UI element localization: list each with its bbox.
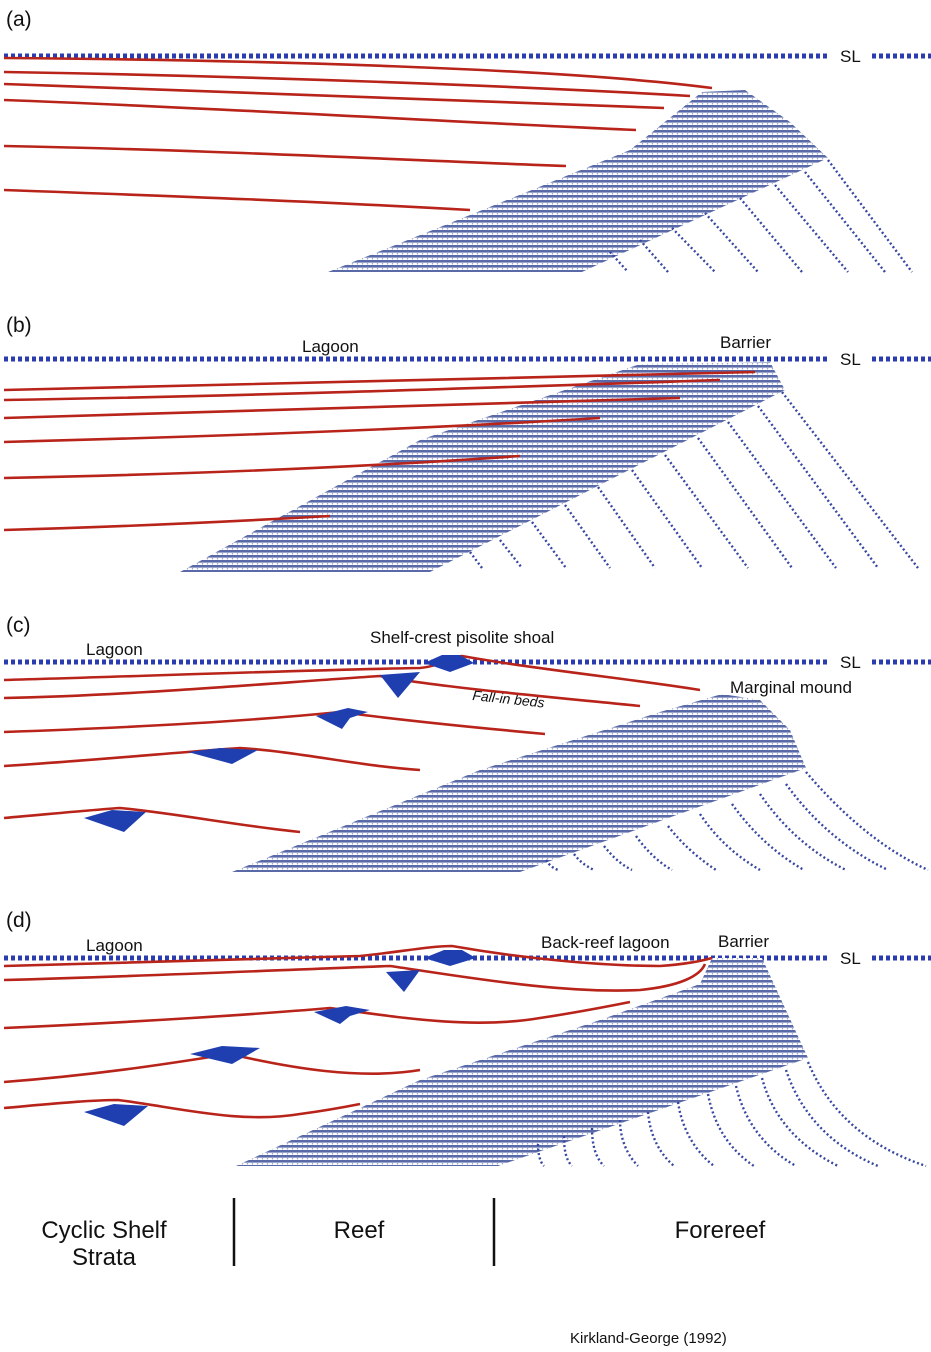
panel-b-label: (b): [6, 314, 32, 337]
sea-level-label: SL: [840, 653, 861, 672]
sea-level-label: SL: [840, 47, 861, 66]
fall-in-beds-label: Fall-in beds: [472, 687, 546, 710]
forereef-talus: [609, 159, 913, 273]
lagoon-label: Lagoon: [86, 936, 143, 955]
shoal-label: Shelf-crest pisolite shoal: [370, 628, 554, 647]
shelf-strata-lines: [3, 56, 713, 212]
shoal-mound: [84, 810, 146, 832]
shelf-strata-lines: [3, 370, 756, 532]
shoal-mound: [380, 672, 420, 698]
shoal-mound: [84, 1104, 148, 1126]
zone-cyclic-shelf-line1: Cyclic Shelf: [41, 1217, 167, 1244]
zone-cyclic-shelf-line2: Strata: [72, 1244, 137, 1271]
sea-level-label: SL: [840, 350, 861, 369]
panel-c-label: (c): [6, 614, 31, 637]
forereef-talus: [536, 1061, 927, 1168]
back-reef-lagoon-label: Back-reef lagoon: [541, 933, 670, 952]
panel-c: (c) SL Lagoon Shelf-crest pisolite shoal…: [3, 614, 931, 872]
reef-body: [232, 694, 806, 872]
lagoon-label: Lagoon: [302, 337, 359, 356]
reef-body: [236, 958, 808, 1166]
zone-legend: Cyclic Shelf Strata Reef Forereef: [41, 1198, 766, 1271]
shoal-mound: [424, 950, 476, 966]
panel-b: (b) SL Lagoon Barrier: [3, 314, 931, 572]
shoal-mound: [190, 1046, 260, 1064]
shelf-strata-lines: [3, 654, 701, 834]
shoal-mound: [316, 708, 368, 729]
panel-d-label: (d): [6, 909, 32, 932]
reef-body: [328, 90, 828, 272]
lagoon-label: Lagoon: [86, 640, 143, 659]
zone-forereef: Forereef: [675, 1217, 766, 1244]
forereef-talus: [469, 391, 919, 569]
shoal-mound: [424, 655, 474, 672]
pisolite-shoals: [84, 950, 476, 1126]
shoal-mound: [188, 748, 258, 764]
zone-reef: Reef: [334, 1217, 385, 1244]
shoal-mound: [314, 1006, 370, 1024]
panel-a-label: (a): [6, 8, 32, 31]
panel-a: (a) SL: [3, 8, 931, 273]
pisolite-shoals: [84, 655, 474, 832]
forereef-talus: [545, 771, 929, 872]
marginal-mound-label: Marginal mound: [730, 678, 852, 697]
panel-d: (d) SL Lagoon Back-reef lagoon Barrier: [3, 909, 931, 1168]
reef-body: [180, 362, 785, 572]
source-credit: Kirkland-George (1992): [570, 1330, 727, 1347]
sea-level-label: SL: [840, 949, 861, 968]
barrier-label: Barrier: [720, 333, 771, 352]
shoal-mound: [386, 970, 420, 992]
barrier-label: Barrier: [718, 932, 769, 951]
